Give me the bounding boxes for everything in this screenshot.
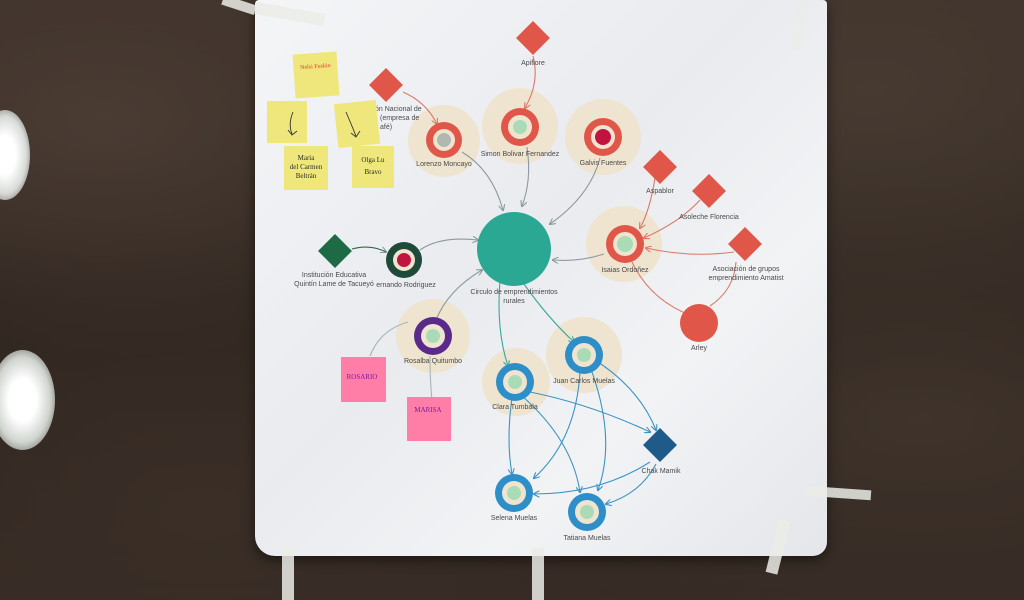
label-juan: Juan Carlos Muelas bbox=[553, 378, 615, 385]
tape-strip bbox=[532, 548, 544, 600]
node-labels: Apiflore ón Nacional de (empresa de afé)… bbox=[294, 60, 783, 542]
sticky-top: Nelsi Fuskio bbox=[292, 51, 340, 99]
svg-text:del Carmen: del Carmen bbox=[290, 163, 323, 171]
svg-text:emprendimiento Amatist: emprendimiento Amatist bbox=[708, 275, 783, 282]
node-halos bbox=[396, 88, 662, 416]
node-selena bbox=[495, 474, 533, 512]
ring-nodes bbox=[386, 108, 718, 531]
svg-text:afé): afé) bbox=[380, 124, 392, 131]
svg-text:Asociación de grupos: Asociación de grupos bbox=[713, 266, 780, 273]
sticky-marisa: MARISA bbox=[407, 397, 451, 441]
sticky-rosario: ROSARIO bbox=[341, 357, 386, 402]
tape-strip bbox=[282, 546, 294, 600]
label-hernando: ernando Rodriguez bbox=[376, 282, 436, 289]
node-asoleche bbox=[692, 174, 726, 208]
label-arley: Arley bbox=[691, 345, 707, 352]
svg-text:rurales: rurales bbox=[503, 298, 525, 305]
node-clara bbox=[496, 363, 534, 401]
svg-text:Institución Educativa: Institución Educativa bbox=[302, 272, 366, 279]
label-institucion: Institución Educativa Quintín Lame de Ta… bbox=[294, 272, 374, 288]
sticky-arrow bbox=[333, 99, 381, 148]
svg-text:Circulo de emprendimientos: Circulo de emprendimientos bbox=[470, 289, 558, 296]
svg-text:Beltrán: Beltrán bbox=[296, 172, 317, 180]
svg-text:Maria: Maria bbox=[298, 154, 316, 162]
label-clara: Clara Tumbala bbox=[492, 404, 538, 411]
node-asociacion bbox=[728, 227, 762, 261]
node-rosalba bbox=[414, 317, 452, 355]
arrow-down-icon bbox=[287, 111, 298, 136]
label-lorenzo: Lorenzo Moncayo bbox=[416, 161, 472, 168]
label-rosalba: Rosalba Quitumbo bbox=[404, 358, 462, 365]
label-asociacion: Asociación de grupos emprendimiento Amat… bbox=[708, 266, 783, 282]
svg-text:Quintín Lame de Tacueyó: Quintín Lame de Tacueyó bbox=[294, 281, 374, 288]
label-chak: Chak Mamik bbox=[642, 468, 681, 475]
label-tatiana: Tatiana Muelas bbox=[563, 535, 611, 542]
wall-light-gap bbox=[0, 350, 55, 450]
svg-text:Bravo: Bravo bbox=[364, 168, 382, 176]
label-isaias: Isaias Ordoñez bbox=[601, 267, 649, 274]
node-juan bbox=[565, 336, 603, 374]
sticky-maria: Maria del Carmen Beltrán bbox=[284, 146, 328, 190]
node-federacion bbox=[369, 68, 403, 102]
svg-text:ROSARIO: ROSARIO bbox=[347, 373, 378, 381]
node-lorenzo bbox=[426, 122, 462, 158]
label-center: Circulo de emprendimientos rurales bbox=[470, 289, 558, 305]
label-apiflore: Apiflore bbox=[521, 60, 545, 67]
sticky-notes: Nelsi Fuskio Maria del Carmen Beltrán Ol… bbox=[267, 51, 451, 441]
node-tatiana bbox=[568, 493, 606, 531]
svg-text:MARISA: MARISA bbox=[414, 406, 441, 414]
node-galvis bbox=[584, 118, 622, 156]
node-isaias bbox=[606, 225, 644, 263]
label-federacion: ón Nacional de (empresa de afé) bbox=[375, 106, 422, 131]
label-simon: Simon Bolivar Fernandez bbox=[481, 151, 560, 158]
diagram-edges bbox=[351, 55, 737, 504]
node-institucion bbox=[318, 234, 352, 268]
svg-text:ón Nacional de: ón Nacional de bbox=[375, 106, 422, 113]
svg-text:Olga Lu: Olga Lu bbox=[361, 156, 385, 164]
label-selena: Selena Muelas bbox=[491, 515, 538, 522]
center-node bbox=[477, 212, 551, 286]
diamond-nodes bbox=[318, 21, 762, 462]
node-simon bbox=[501, 108, 539, 146]
sticky-blank bbox=[267, 101, 307, 143]
sticky-olga: Olga Lu Bravo bbox=[352, 146, 394, 188]
node-chak bbox=[643, 428, 677, 462]
label-aspablor: Aspablor bbox=[646, 188, 674, 195]
node-apiflore bbox=[516, 21, 550, 55]
label-galvis: Galvis Fuentes bbox=[580, 160, 627, 167]
svg-text:Nelsi Fuskio: Nelsi Fuskio bbox=[300, 63, 331, 71]
node-arley bbox=[680, 304, 718, 342]
node-aspablor bbox=[643, 150, 677, 184]
svg-text:(empresa de: (empresa de bbox=[380, 115, 419, 122]
arrow-down-icon bbox=[345, 111, 361, 138]
node-hernando bbox=[386, 242, 422, 278]
paper-poster bbox=[255, 0, 827, 556]
label-asoleche: Asoleche Florencia bbox=[679, 214, 739, 221]
